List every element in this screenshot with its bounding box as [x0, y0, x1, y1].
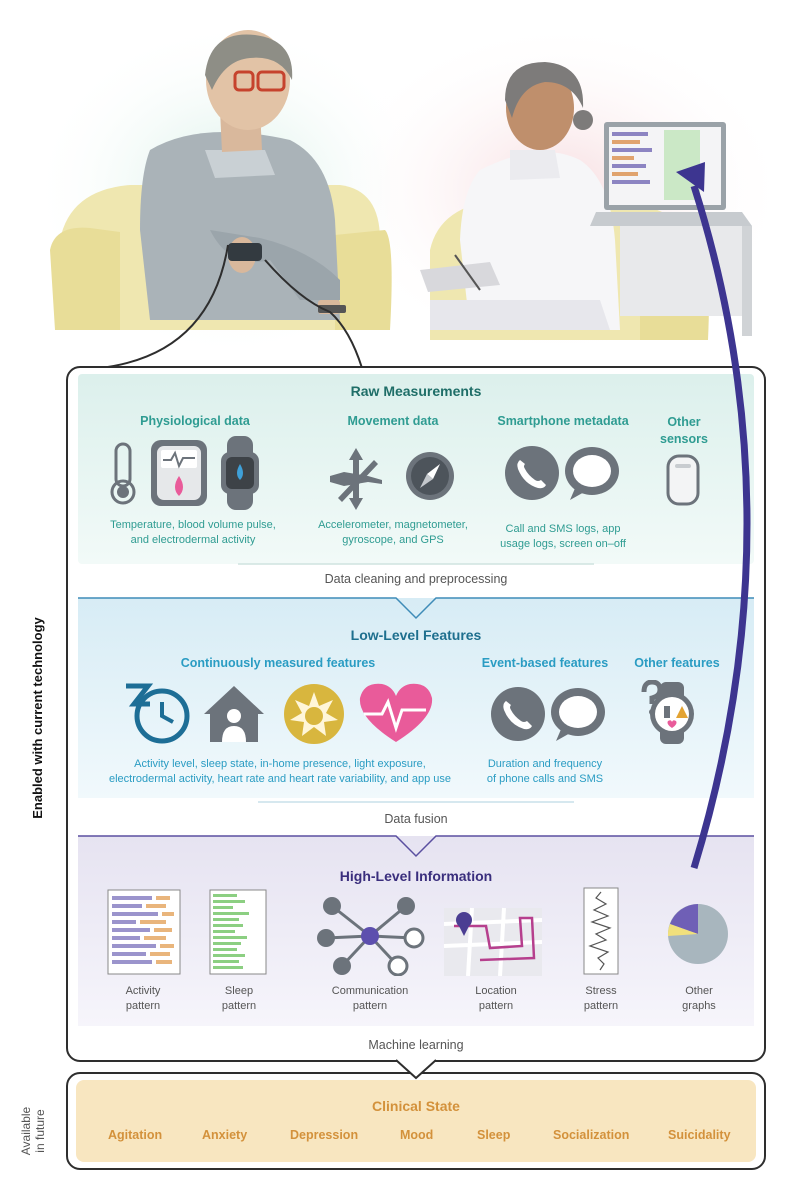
smartphone-icons	[505, 446, 619, 500]
state-agitation: Agitation	[108, 1128, 163, 1142]
high-level-information-title: High-Level Information	[339, 868, 493, 884]
graph-label-line: pattern	[478, 1000, 514, 1012]
wristband-icon	[221, 436, 259, 510]
clinician-figure	[420, 62, 620, 330]
movement-data-caption: Accelerometer, magnetometer, gyroscope, …	[303, 518, 483, 548]
raw-divider	[238, 563, 594, 565]
activity-pattern-chart-icon	[107, 889, 181, 975]
continuous-caption-line: Activity level, sleep state, in-home pre…	[134, 758, 426, 770]
clinic-scene-illustration	[30, 20, 790, 369]
continuous-features-label: Continuously measured features	[180, 656, 376, 670]
state-sleep: Sleep	[477, 1128, 511, 1142]
graph-label-line: Other	[685, 985, 713, 997]
future-label-line: Available	[19, 1106, 33, 1156]
light-exposure-sun-icon	[284, 684, 344, 744]
physiological-icons	[110, 436, 259, 510]
physiological-caption-line: and electrodermal activity	[130, 534, 256, 546]
physiological-caption-line: Temperature, blood volume pulse,	[110, 519, 276, 531]
communication-pattern-label: Communication pattern	[310, 984, 430, 1014]
state-depression: Depression	[290, 1128, 359, 1142]
clinical-state-title: Clinical State	[372, 1098, 460, 1114]
graph-label-line: pattern	[352, 1000, 388, 1012]
other-features-label: Other features	[634, 656, 720, 670]
movement-caption-line: gyroscope, and GPS	[342, 534, 444, 546]
other-sensor-device-icon	[666, 454, 700, 506]
sleep-clock-icon	[126, 683, 190, 744]
communication-network-icon	[317, 897, 425, 976]
high-level-graph-icons	[107, 887, 728, 976]
graph-label-line: pattern	[221, 1000, 257, 1012]
continuous-caption-line: electrodermal activity, heart rate and h…	[109, 773, 451, 785]
clinical-notch	[395, 1059, 437, 1080]
heart-rate-icon	[359, 683, 433, 742]
event-features-icons	[491, 687, 605, 741]
other-features-watch-icon	[641, 680, 694, 744]
event-based-features-caption: Duration and frequency of phone calls an…	[465, 757, 625, 787]
activity-pattern-label: Activity pattern	[100, 984, 186, 1014]
graph-label-line: Activity	[125, 985, 161, 997]
continuous-features-caption: Activity level, sleep state, in-home pre…	[90, 757, 470, 787]
thermometer-icon	[110, 442, 136, 505]
home-presence-icon	[204, 686, 264, 742]
data-fusion-step: Data fusion	[384, 812, 448, 826]
stress-pattern-label: Stress pattern	[566, 984, 636, 1014]
low-level-features-title: Low-Level Features	[350, 627, 482, 643]
physiological-data-caption: Temperature, blood volume pulse, and ele…	[88, 518, 298, 548]
smartphone-metadata-caption: Call and SMS logs, app usage logs, scree…	[478, 522, 648, 552]
sleep-pattern-label: Sleep pattern	[196, 984, 282, 1014]
future-label-text: Available in future	[19, 1081, 47, 1181]
graph-label-line: Location	[475, 985, 517, 997]
other-sensors-label: Other sensors	[652, 414, 716, 448]
graph-label-line: Sleep	[224, 985, 254, 997]
phone-call-icon	[505, 446, 559, 500]
other-sensors-label-line: sensors	[660, 432, 708, 446]
pie-chart-icon	[667, 904, 728, 964]
patient-figure	[140, 30, 346, 320]
continuous-features-icons	[126, 683, 433, 744]
other-sensors-label-line: Other	[667, 415, 701, 429]
location-map-icon	[443, 907, 543, 976]
raw-measurements-title: Raw Measurements	[350, 383, 482, 399]
state-suicidality: Suicidality	[668, 1128, 731, 1142]
smartphone-caption-line: usage logs, screen on–off	[500, 538, 626, 550]
graph-label-line: Communication	[331, 985, 409, 997]
graph-label-line: pattern	[125, 1000, 161, 1012]
message-bubble-icon	[565, 447, 619, 500]
phone-call-icon	[491, 687, 545, 741]
high-band-notch	[78, 835, 754, 858]
smartphone-metadata-label: Smartphone metadata	[497, 414, 629, 428]
graph-label-line: graphs	[682, 1000, 716, 1012]
zoom-bracket	[99, 244, 363, 369]
location-pattern-label: Location pattern	[448, 984, 544, 1014]
low-band-notch	[78, 597, 754, 620]
sleep-pattern-chart-icon	[209, 889, 267, 975]
accelerometer-axes-icon	[330, 448, 382, 510]
data-cleaning-step: Data cleaning and preprocessing	[324, 572, 508, 586]
event-caption-line: Duration and frequency	[487, 758, 603, 770]
event-based-features-label: Event-based features	[481, 656, 609, 670]
other-graphs-label: Other graphs	[664, 984, 734, 1014]
machine-learning-step: Machine learning	[368, 1038, 464, 1052]
state-mood: Mood	[400, 1128, 434, 1142]
movement-icons	[330, 448, 454, 510]
smartphone-caption-line: Call and SMS logs, app	[505, 523, 621, 535]
low-divider	[258, 801, 574, 803]
current-technology-label: Enabled with current technology	[30, 617, 45, 819]
future-label: Available in future	[8, 1092, 58, 1162]
state-socialization: Socialization	[553, 1128, 630, 1142]
graph-label-line: pattern	[583, 1000, 619, 1012]
future-label-line: in future	[33, 1109, 47, 1153]
clinical-state-band	[76, 1080, 756, 1162]
stress-pattern-chart-icon	[583, 887, 619, 975]
message-bubble-icon	[551, 688, 605, 741]
movement-caption-line: Accelerometer, magnetometer,	[318, 519, 468, 531]
graph-label-line: Stress	[585, 985, 617, 997]
event-caption-line: of phone calls and SMS	[486, 773, 604, 785]
state-anxiety: Anxiety	[202, 1128, 248, 1142]
movement-data-label: Movement data	[347, 414, 439, 428]
physiological-data-label: Physiological data	[140, 414, 250, 428]
compass-icon	[406, 452, 454, 500]
blood-volume-pulse-sensor-icon	[151, 440, 207, 506]
